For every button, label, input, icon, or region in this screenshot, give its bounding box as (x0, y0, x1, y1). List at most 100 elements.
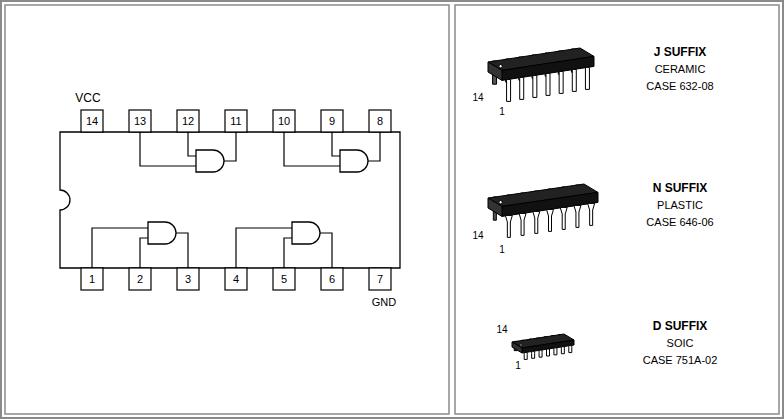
wire (320, 233, 332, 268)
pin1-dot (520, 344, 522, 346)
pin-box (81, 268, 103, 290)
package-pin-number: 14 (472, 93, 483, 103)
package-suffix: N SUFFIX (653, 182, 708, 194)
pin-box (273, 110, 295, 132)
wire (140, 238, 148, 268)
package-leg (560, 207, 567, 229)
pin-number: 14 (86, 116, 98, 127)
package-leg (547, 349, 550, 356)
case-number: CASE 632-08 (646, 81, 713, 92)
package-leg (559, 71, 563, 93)
soic-drawing (512, 334, 574, 359)
package-leg (524, 352, 527, 359)
package-end (488, 62, 502, 80)
chip-body (60, 132, 400, 268)
and-gate-symbol (196, 150, 224, 172)
pin-number: 8 (377, 116, 383, 127)
pin1-dot (499, 65, 502, 68)
pin-number: 9 (329, 116, 335, 127)
package-material: SOIC (667, 338, 694, 349)
package-pin-number: 14 (496, 325, 507, 335)
pin-number: 1 (89, 274, 95, 285)
pin-box (321, 268, 343, 290)
wire (140, 132, 196, 166)
pin-box (81, 110, 103, 132)
package-leg (561, 347, 564, 354)
gate-wiring (92, 132, 380, 268)
plastic-dip-drawing (488, 184, 598, 237)
pin-number: 3 (185, 274, 191, 285)
pin-box (321, 110, 343, 132)
case-number: CASE 751A-02 (643, 355, 718, 366)
ceramic-dip-drawing (488, 48, 594, 101)
pin-number: 2 (137, 274, 143, 285)
package-leg (585, 67, 589, 89)
package-drawings (488, 48, 598, 359)
package-end (488, 198, 502, 216)
case-number: CASE 646-06 (646, 217, 713, 228)
package-leg (554, 348, 557, 355)
pin-number: 5 (281, 274, 287, 285)
package-leg (539, 350, 542, 357)
and-gate-symbol (340, 150, 368, 172)
pin-number: 10 (278, 116, 290, 127)
pin1-dot (499, 201, 502, 204)
package-leg (572, 69, 576, 91)
pin-boxes (81, 110, 391, 290)
pin-box (129, 110, 151, 132)
package-leg (533, 75, 537, 97)
package-material: PLASTIC (657, 200, 703, 211)
wire (188, 132, 196, 156)
package-pin-number: 1 (499, 107, 505, 117)
wire (236, 228, 292, 268)
and-gate-symbol (148, 222, 176, 244)
and-gates (148, 150, 368, 244)
wire (284, 238, 292, 268)
pin-number: 13 (134, 116, 146, 127)
package-material: CERAMIC (655, 64, 706, 75)
package-leg (569, 346, 572, 353)
left-panel (5, 5, 449, 414)
package-pin-number: 1 (515, 361, 521, 371)
wire (368, 132, 380, 161)
wire (332, 132, 340, 156)
package-pin-number: 1 (499, 245, 505, 255)
package-suffix: D SUFFIX (653, 320, 708, 332)
wire (176, 233, 188, 268)
pin-number: 11 (230, 116, 241, 127)
pin-number: 4 (233, 274, 239, 285)
pin-number: 7 (377, 274, 383, 285)
package-leg (547, 209, 554, 231)
supply-label: VCC (75, 92, 100, 104)
pin-box (369, 110, 391, 132)
package-leg (505, 215, 512, 237)
ground-label: GND (372, 297, 396, 308)
pin-box (129, 268, 151, 290)
pin-number: 6 (329, 274, 335, 285)
and-gate-symbol (292, 222, 320, 244)
package-leg (520, 77, 524, 99)
wire (224, 132, 236, 161)
pin-number: 12 (182, 116, 194, 127)
package-leg (507, 79, 511, 101)
package-suffix: J SUFFIX (654, 46, 707, 58)
pin-box (177, 268, 199, 290)
package-end (512, 342, 522, 353)
package-leg (588, 203, 595, 225)
pin-box (369, 268, 391, 290)
pin-box (273, 268, 295, 290)
package-leg (546, 73, 550, 95)
pin-box (225, 268, 247, 290)
package-pin-number: 14 (472, 231, 483, 241)
right-panel (455, 5, 779, 414)
package-leg (533, 211, 540, 233)
pin-box (225, 110, 247, 132)
wire (92, 228, 148, 268)
package-leg (532, 351, 535, 358)
wire (284, 132, 340, 166)
package-leg (574, 205, 581, 227)
pin-box (177, 110, 199, 132)
package-leg (519, 213, 526, 235)
